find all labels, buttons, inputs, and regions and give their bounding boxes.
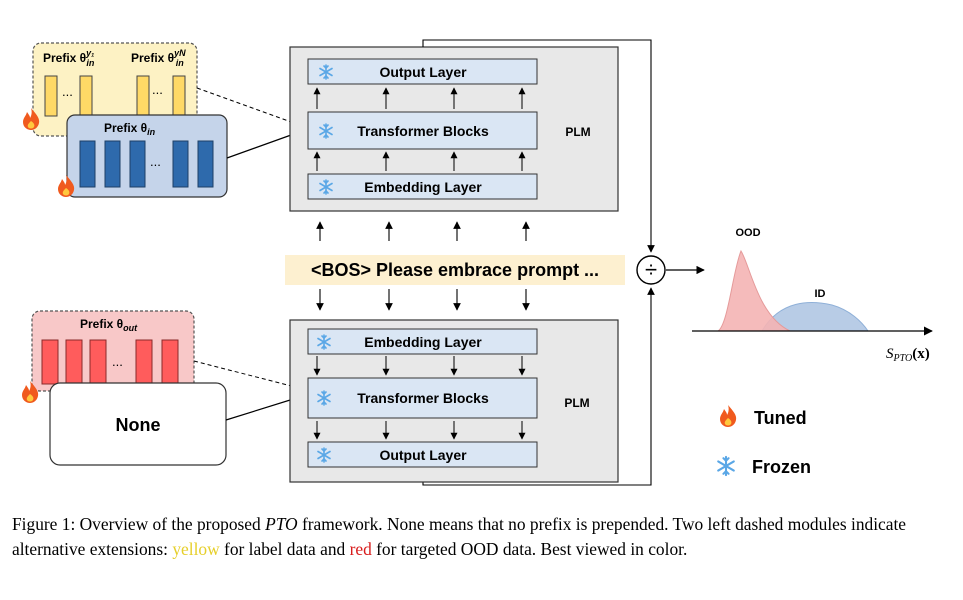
blue-bar — [79, 140, 96, 188]
bottom-plm-label: PLM — [564, 396, 589, 410]
dashed-connector — [193, 360, 304, 391]
score-distribution-plot: OOD ID SPTO(x) — [692, 227, 933, 364]
yellow-bar — [79, 75, 93, 117]
none-prefix-box — [49, 382, 227, 466]
yellow-bar — [172, 75, 186, 117]
blue-bar — [197, 140, 214, 188]
snowflake-icon — [717, 455, 735, 477]
blue-prefix-module: Prefix θin ... — [58, 114, 228, 198]
id-curve — [761, 302, 869, 332]
top-transformer-blocks — [307, 111, 538, 150]
ood-label: OOD — [735, 227, 760, 239]
prompt-bar — [285, 255, 625, 285]
bottom-embedding-label: Embedding Layer — [364, 334, 482, 350]
top-output-connector — [422, 39, 655, 253]
bottom-output-label: Output Layer — [379, 447, 467, 463]
top-output-layer-label: Output Layer — [379, 64, 467, 80]
blue-bar — [104, 140, 121, 188]
caption-red-word: red — [349, 539, 372, 559]
red-bar — [135, 339, 153, 385]
red-bar — [161, 339, 179, 385]
bottom-plm: Embedding Layer Transformer Blocks Outpu… — [289, 319, 619, 483]
top-embedding-label: Embedding Layer — [364, 179, 482, 195]
blue-bar — [172, 140, 189, 188]
none-label: None — [116, 415, 161, 435]
bottom-transformer-blocks — [307, 377, 538, 419]
red-bar — [65, 339, 83, 385]
top-transformer-label: Transformer Blocks — [357, 123, 489, 139]
bottom-output-layer — [307, 441, 538, 468]
blue-bar — [129, 140, 146, 188]
prompt-text: <BOS> Please embrace prompt ... — [311, 260, 599, 280]
yellow-bar — [44, 75, 58, 117]
bottom-embedding-layer — [307, 328, 538, 355]
legend: Tuned Frozen — [717, 405, 811, 477]
yellow-ellipsis-left: ... — [62, 84, 73, 99]
x-axis-label: SPTO(x) — [886, 346, 930, 364]
dashed-connector — [196, 87, 306, 129]
blue-ellipsis: ... — [150, 154, 161, 169]
red-prefix-label: Prefix θout — [80, 317, 138, 333]
bottom-transformer-label: Transformer Blocks — [357, 390, 489, 406]
red-bar — [41, 339, 59, 385]
red-prefix-module: Prefix θout ... — [22, 310, 195, 403]
top-plm: Output Layer Transformer Blocks Embeddin… — [289, 46, 619, 212]
caption-pto: PTO — [265, 514, 298, 534]
divide-symbol: ÷ — [645, 257, 657, 282]
top-output-layer — [307, 58, 538, 85]
red-ellipsis: ... — [112, 354, 123, 369]
id-label: ID — [815, 288, 826, 300]
yellow-bar — [136, 75, 150, 117]
red-bar — [89, 339, 107, 385]
ood-curve — [716, 249, 791, 332]
blue-prefix-label: Prefix θin — [104, 121, 156, 137]
top-embedding-layer — [307, 173, 538, 200]
figure-caption: Figure 1: Overview of the proposed PTO f… — [12, 514, 907, 559]
yellow-ellipsis-right: ... — [152, 82, 163, 97]
legend-tuned: Tuned — [754, 408, 807, 428]
divide-operator — [636, 255, 666, 285]
legend-frozen: Frozen — [752, 457, 811, 477]
flame-icon — [720, 405, 737, 427]
caption-yellow-word: yellow — [172, 539, 220, 559]
top-plm-label: PLM — [565, 125, 590, 139]
